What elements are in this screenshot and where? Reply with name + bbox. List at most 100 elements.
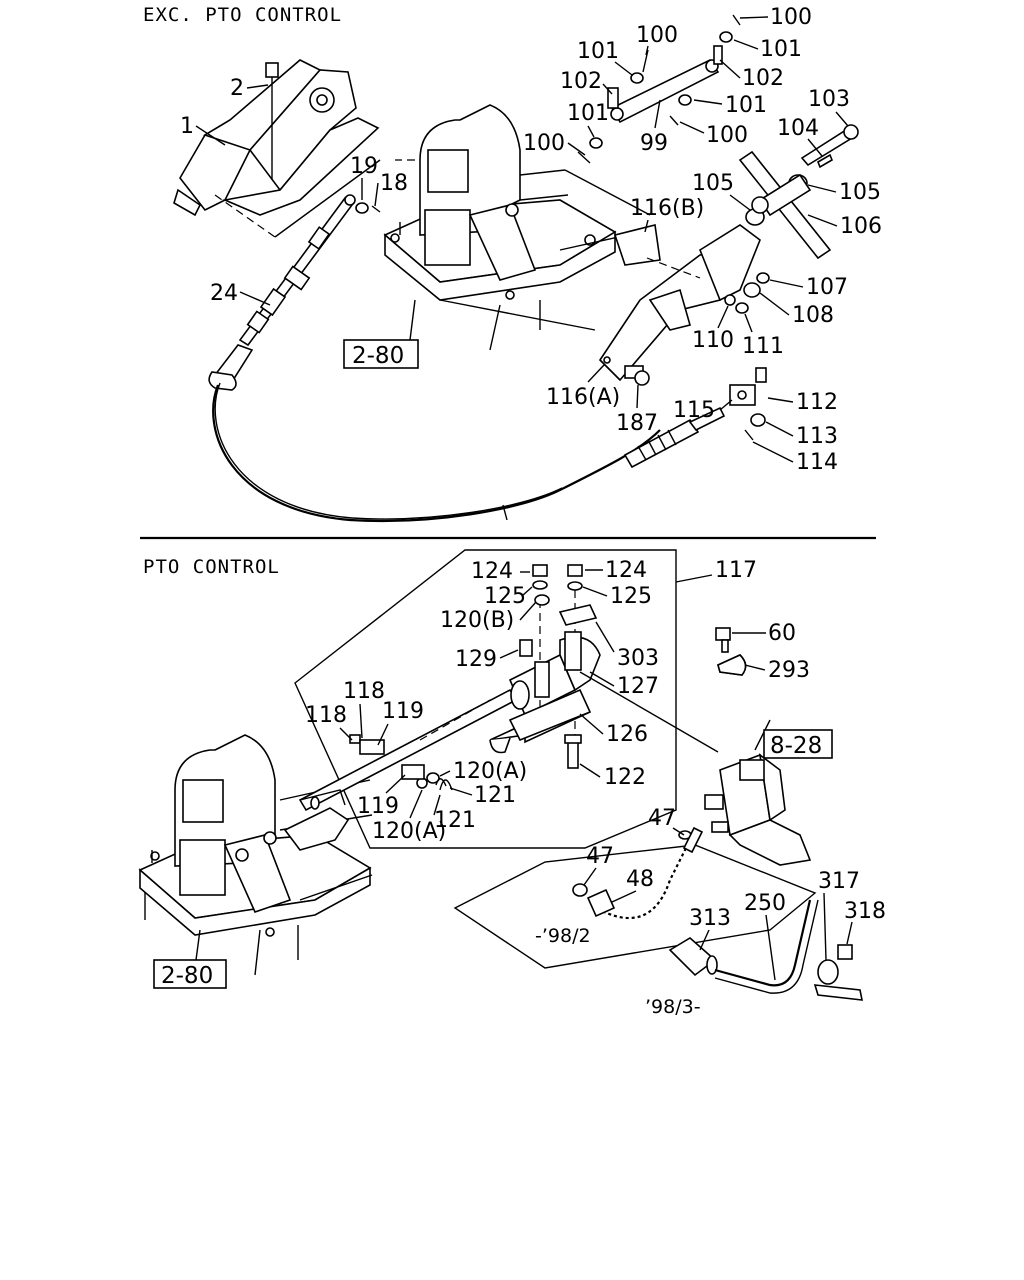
cable-end-fitting — [623, 406, 726, 469]
callout: 120(A) — [453, 759, 527, 784]
callout: 117 — [715, 558, 757, 583]
callout: 318 — [844, 899, 886, 924]
callout: 125 — [610, 584, 652, 609]
callout: 101 — [760, 37, 802, 62]
callout: 293 — [768, 658, 810, 683]
link-plate-part — [738, 150, 832, 260]
lower-right-ref-box — [763, 729, 833, 759]
callout: 317 — [818, 869, 860, 894]
callout: 101 — [725, 93, 767, 118]
upper-ref-box — [343, 339, 419, 369]
callout: 112 — [796, 390, 838, 415]
callout: 104 — [777, 116, 819, 141]
date-note-from: ’98/3- — [645, 996, 701, 1018]
callout: 48 — [626, 867, 654, 892]
lever-arm-part — [607, 45, 723, 124]
callout: 1 — [180, 114, 194, 139]
clevis-part — [729, 367, 767, 406]
hose — [586, 826, 704, 921]
callout: 103 — [808, 87, 850, 112]
lower-callouts: 117 118 118 119 119 120(A) 120(A) 120(B)… — [305, 558, 886, 981]
lower-right-ref-label: 8-28 — [770, 733, 822, 759]
callout: 124 — [605, 558, 647, 583]
callout: 108 — [792, 303, 834, 328]
bracket-part — [598, 224, 761, 382]
callout: 116(A) — [546, 385, 620, 410]
callout: 120(B) — [440, 608, 514, 633]
callout: 121 — [474, 783, 516, 808]
callout: 107 — [806, 275, 848, 300]
callout: 127 — [617, 674, 659, 699]
callout: 47 — [648, 806, 676, 831]
upper-section-heading: EXC. PTO CONTROL — [143, 4, 342, 26]
callout: 303 — [617, 646, 659, 671]
callout: 115 — [673, 398, 715, 423]
callout: 118 — [343, 679, 385, 704]
cable — [212, 384, 661, 523]
callout: 99 — [640, 131, 668, 156]
callout: 126 — [606, 722, 648, 747]
air-valve-part — [704, 719, 812, 866]
bracket-part — [489, 688, 592, 754]
callout: 110 — [692, 328, 734, 353]
callout: 111 — [742, 334, 784, 359]
callout: 122 — [604, 765, 646, 790]
nut-icon — [519, 564, 853, 960]
transmission-housing-part — [138, 734, 373, 976]
callout: 18 — [380, 171, 408, 196]
callout: 102 — [742, 66, 784, 91]
date-note-up-to: -’98/2 — [535, 925, 591, 947]
lever-housing-part — [173, 59, 381, 238]
pin-part — [800, 124, 859, 169]
callout: 119 — [382, 699, 424, 724]
callout: 105 — [692, 171, 734, 196]
lower-left-ref-box — [153, 959, 227, 989]
washer-icon — [416, 580, 692, 897]
callout: 101 — [567, 101, 609, 126]
transmission-housing-part — [383, 104, 651, 351]
control-rod-part — [208, 194, 356, 391]
callout: 113 — [796, 424, 838, 449]
upper-assembly: 2-80 — [173, 14, 859, 523]
hose-detail-frame — [453, 844, 817, 969]
callout: 100 — [636, 23, 678, 48]
clamp-part — [717, 654, 747, 676]
callout: 116(B) — [630, 196, 704, 221]
upper-callouts: 1 2 18 19 24 99 100 100 100 100 101 101 … — [180, 5, 882, 475]
callout: 47 — [586, 844, 614, 869]
callout: 187 — [616, 411, 658, 436]
callout: 129 — [455, 647, 497, 672]
bolt-icon — [624, 365, 650, 386]
callout: 250 — [744, 891, 786, 916]
callout: 119 — [357, 794, 399, 819]
callout: 101 — [577, 39, 619, 64]
coupling-part — [668, 937, 718, 977]
callout: 100 — [706, 123, 748, 148]
callout: 124 — [471, 559, 513, 584]
callout: 125 — [484, 584, 526, 609]
detail-frame — [294, 549, 677, 849]
callout: 100 — [770, 5, 812, 30]
callout: 24 — [210, 281, 238, 306]
callout: 60 — [768, 621, 796, 646]
upper-ref-label: 2-80 — [352, 343, 404, 369]
callout: 114 — [796, 450, 838, 475]
tube — [714, 899, 812, 987]
lower-left-ref-label: 2-80 — [161, 963, 213, 989]
callout: 106 — [840, 214, 882, 239]
callout: 2 — [230, 76, 244, 101]
callout: 120(A) — [372, 819, 446, 844]
callout: 105 — [839, 180, 881, 205]
clamp-part — [813, 959, 863, 1001]
bolt-icon — [349, 639, 729, 769]
callout: 19 — [350, 154, 378, 179]
callout: 118 — [305, 703, 347, 728]
callout: 102 — [560, 69, 602, 94]
clip-icon — [371, 14, 754, 441]
lower-assembly: 2-80 — [138, 564, 863, 1001]
callout: 121 — [434, 808, 476, 833]
plate-part — [558, 604, 598, 626]
lower-section-heading: PTO CONTROL — [143, 556, 280, 578]
callout: 313 — [689, 906, 731, 931]
